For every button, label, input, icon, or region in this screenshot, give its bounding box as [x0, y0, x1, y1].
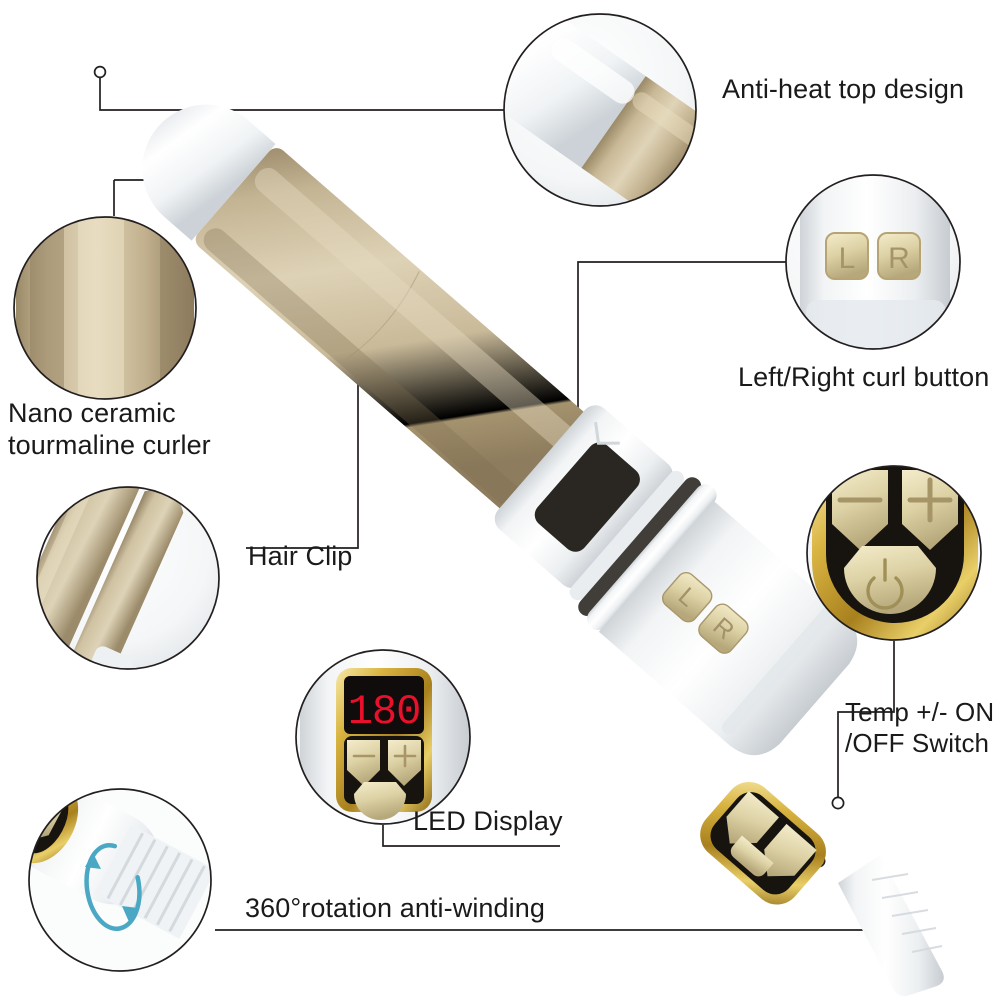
callout-circle-left-right-curl-button: L R [785, 174, 961, 350]
callout-circle-rotation-anti-winding [28, 788, 212, 972]
label-nano-line2: tourmaline curler [8, 429, 211, 460]
barrel-collar [578, 477, 702, 617]
label-anti-heat-top: Anti-heat top design [722, 74, 965, 104]
label-nano-line1: Nano ceramic [8, 398, 176, 428]
hair-clip-pad [534, 442, 640, 552]
leader-led [382, 825, 560, 847]
main-product-curling-iron: L R [142, 104, 944, 996]
zoom-clip-upper-jaw [73, 489, 184, 669]
rotation-arrow-icon [84, 843, 142, 931]
zoom-led-screen [344, 676, 424, 734]
leader-anti-heat [99, 76, 504, 111]
zoom-swivel-cord [94, 824, 211, 939]
zoom-led-value: 180 [348, 688, 421, 736]
callout-circle-led-display: 180 [295, 649, 471, 825]
handle-grip-band [721, 605, 836, 735]
product-barrel [195, 148, 596, 519]
label-temp-line2: /OFF Switch [845, 727, 990, 758]
product-lr-buttons: L R [661, 571, 749, 654]
barrel-seam-line [337, 271, 420, 366]
label-rotation-anti-winding: 360°rotation anti-winding [245, 893, 545, 923]
zoom-button-R [877, 232, 921, 280]
barrel-highlight [254, 167, 580, 454]
product-key-plus [764, 823, 817, 877]
zoom-clip-white-tip [82, 646, 133, 669]
leader-temp [837, 641, 895, 800]
zoom-button-R-glyph: R [888, 242, 910, 275]
label-temp-onoff-switch: Temp +/- ON/OFF Switch [845, 697, 994, 758]
clip-hinge-ring [569, 470, 685, 601]
label-hair-clip: Hair Clip [248, 541, 353, 571]
product-button-L [661, 571, 713, 623]
zoom-plus-glyph [907, 477, 953, 523]
anchor-anti-heat [93, 65, 107, 79]
zoom-button-L [825, 232, 869, 280]
label-led-display: LED Display [413, 806, 563, 836]
label-temp-line1: Temp +/- ON [845, 697, 995, 727]
product-key-minus [726, 791, 779, 844]
anchor-temp [831, 796, 845, 810]
zoom-key-power [844, 546, 936, 614]
leader-hairclip [246, 344, 359, 549]
callout-circle-anti-heat-top [503, 13, 697, 207]
zoom-button-L-glyph: L [839, 242, 856, 275]
product-anti-heat-cap [142, 104, 276, 241]
zoom-cap-goldband [581, 76, 696, 206]
hair-clip-ridges [594, 421, 620, 445]
product-control-pad [700, 781, 826, 905]
callout-circle-temp-onoff-switch [806, 465, 982, 641]
product-button-R [698, 603, 749, 654]
collar-white-ring [586, 484, 717, 631]
zoom-power-glyph [866, 558, 904, 610]
callout-circle-hair-clip [36, 486, 220, 670]
product-power-cord [838, 855, 944, 996]
zoom-led-key-minus [347, 740, 380, 786]
product-key-power [730, 835, 774, 877]
zoom-clip-screw [37, 626, 48, 637]
zoom-led-key-power [354, 782, 406, 820]
barrel-shadow-lower [203, 228, 527, 513]
callout-circle-nano-ceramic-barrel [13, 216, 197, 400]
label-left-right-curl-button: Left/Right curl button [738, 362, 990, 392]
zoom-key-minus [832, 470, 888, 550]
